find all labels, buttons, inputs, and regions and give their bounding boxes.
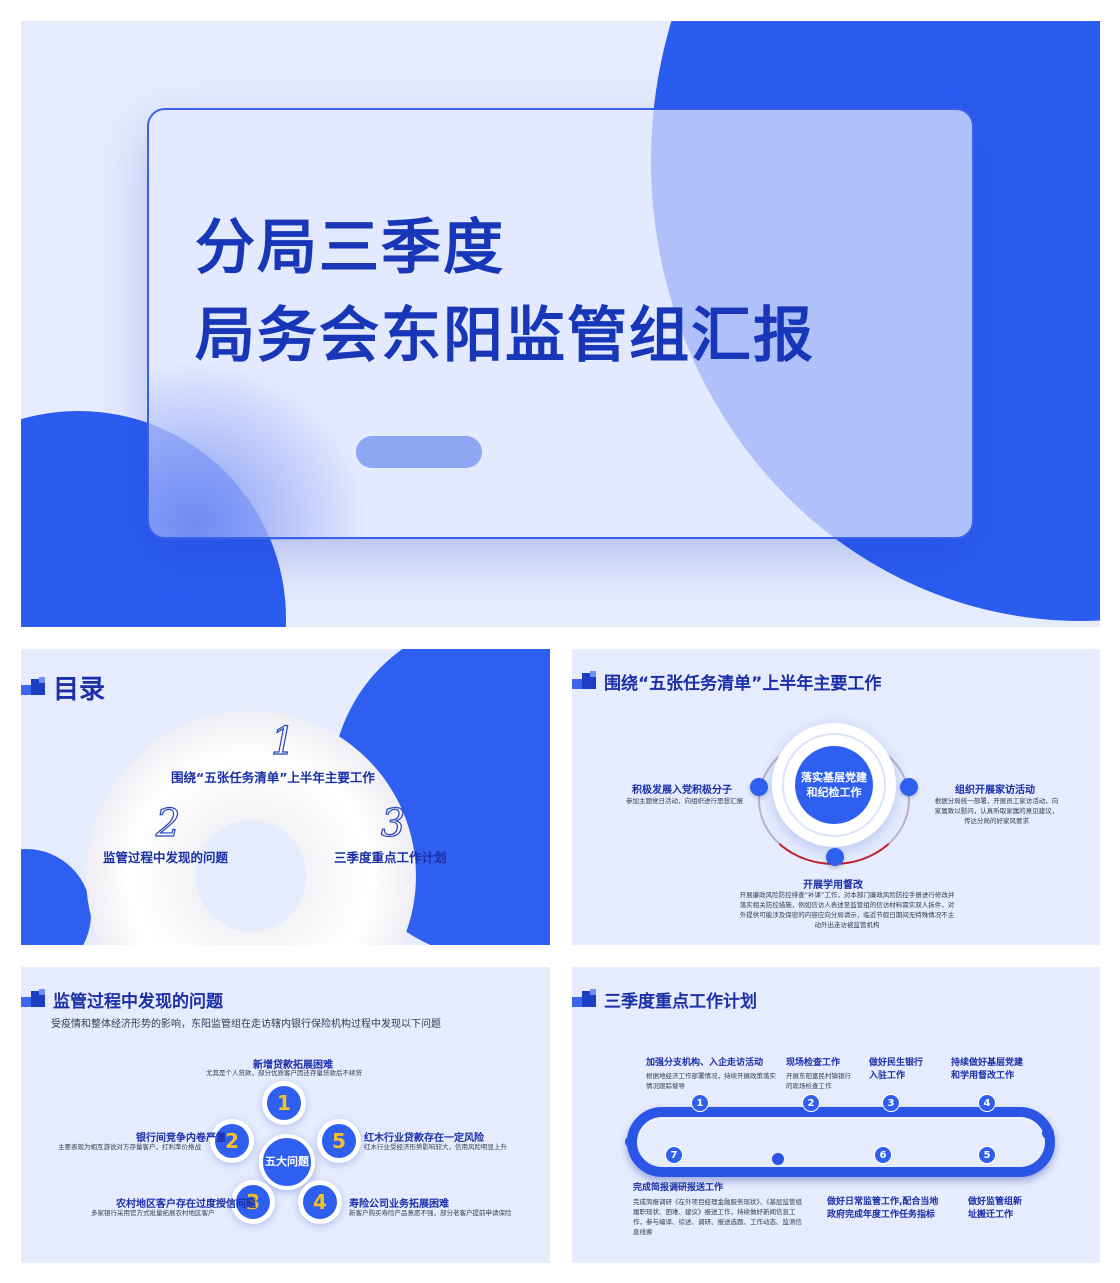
section-header: 监管过程中发现的问题 [21,987,223,1012]
track-end-right [1042,1127,1054,1139]
track-end-left [625,1136,637,1148]
cover-title-line1: 分局三季度 [195,213,505,283]
cover-pill-button[interactable] [356,436,482,468]
toc-item-1[interactable]: 围绕“五张任务清单”上半年主要工作 [171,770,375,785]
node-right [900,778,918,796]
toc-number-1: 1 [270,718,296,763]
decorative-circle-small [21,849,91,945]
bottom-item-title: 开展学用督改 [803,880,863,891]
plan-node-5: 5 [978,1146,996,1164]
track-marker [772,1153,784,1165]
center-topic: 落实基层党建和纪检工作 [795,746,873,824]
problem-5-title: 红木行业贷款存在一定风险 [364,1133,484,1144]
problem-badge-3: 3 [231,1180,275,1224]
problem-4-title: 寿险公司业务拓展困难 [349,1199,449,1210]
problems-title: 监管过程中发现的问题 [53,992,223,1012]
problem-badge-1: 1 [262,1081,306,1125]
left-item-body: 参加主题党日活动，向组织进行思想汇报 [626,797,743,805]
plan-node-4: 4 [978,1094,996,1112]
plan-slide[interactable]: 三季度重点工作计划 1 2 3 4 5 6 7 加强分支机构、入企走访活动 根据… [572,967,1100,1263]
plan-2-body: 开展东阳富民村镇银行的现场检查工作 [786,1072,851,1090]
logo-mark-icon [572,670,598,693]
problems-subtitle: 受疫情和整体经济形势的影响，东阳监管组在走访辖内银行保险机构过程中发现以下问题 [51,1019,441,1030]
right-item-title: 组织开展家访活动 [955,785,1035,796]
work-title: 围绕“五张任务清单”上半年主要工作 [604,674,882,694]
plan-7-title: 完成简报调研报送工作 [633,1183,724,1193]
toc-item-3[interactable]: 三季度重点工作计划 [334,850,447,865]
plan-1-body: 根据地经济工作部署情况，持续开展政策落实情况跟踪督导 [646,1072,776,1090]
plan-4-title: 持续做好基层党建和学用督改工作 [951,1058,1024,1081]
plan-2-title: 现场检查工作 [786,1058,841,1068]
problem-2-body: 主要表现为相互游说对方存量客户，打利率价格战 [58,1143,201,1151]
section-header: 围绕“五张任务清单”上半年主要工作 [572,669,881,694]
problem-3-title: 农村地区客户存在过度授信问题 [116,1199,256,1210]
node-left [750,778,768,796]
section-header: 目录 [21,669,105,706]
timeline-track [627,1107,1055,1177]
node-bottom [826,848,844,866]
plan-3-title: 做好民生银行入驻工作 [869,1058,924,1081]
plan-node-7: 7 [665,1146,683,1164]
plan-node-1: 1 [691,1094,709,1112]
problem-4-body: 新客户购买寿险产品意愿不强，部分老客户提前申请保险 [349,1209,512,1217]
toc-item-2[interactable]: 监管过程中发现的问题 [103,850,229,865]
glass-card [147,108,974,540]
plan-node-2: 2 [802,1094,820,1112]
toc-slide[interactable]: 目录 1 围绕“五张任务清单”上半年主要工作 2 监管过程中发现的问题 3 三季… [21,649,550,945]
bottom-item-body: 开展廉政风险防控排查“补课”工作，对本部门廉政风险防控手册进行修改并落实相关防控… [739,891,955,929]
plan-5-title: 做好监管组新址搬迁工作 [968,1197,1023,1220]
logo-mark-icon [21,676,47,699]
problem-1-title: 新增贷款拓展困难 [253,1060,333,1071]
problems-center: 五大问题 [259,1134,315,1190]
plan-node-6: 6 [874,1146,892,1164]
problem-badge-2: 2 [210,1119,254,1163]
cover-title-line2: 局务会东阳监管组汇报 [195,301,815,371]
plan-node-3: 3 [882,1094,900,1112]
section-header: 三季度重点工作计划 [572,987,757,1012]
center-ring: 落实基层党建和纪检工作 [772,723,896,847]
problem-5-body: 红木行业受经济形势影响较大，信用风险明显上升 [364,1143,507,1151]
plan-title: 三季度重点工作计划 [604,992,757,1012]
logo-mark-icon [21,988,47,1011]
glass-glow [149,360,369,540]
problem-badge-5: 5 [317,1119,361,1163]
problem-2-title: 银行间竞争内卷严重 [136,1133,226,1144]
plan-6-title: 做好日常监管工作,配合当地政府完成年度工作任务指标 [827,1197,939,1220]
plan-7-body: 完成简报调研《在外项目经理金融服务现状》、《基层监管组履职现状、困难、建议》报送… [633,1198,802,1236]
work-slide[interactable]: 围绕“五张任务清单”上半年主要工作 落实基层党建和纪检工作 积极发展入党积极分子… [572,649,1100,945]
toc-number-3: 3 [380,800,406,845]
right-item-body: 根据分局统一部署，开展员工家访活动，向家属致以慰问，认真听取家属的意见建议，传达… [934,797,1059,825]
left-item-title: 积极发展入党积极分子 [632,785,732,796]
cover-title: 分局三季度 局务会东阳监管组汇报 [195,204,815,380]
logo-mark-icon [572,988,598,1011]
problem-badge-4: 4 [298,1180,342,1224]
problem-1-body: 尤其是个人贷款，部分优质客户因还存量贷款后不续贷 [206,1069,362,1077]
toc-title: 目录 [53,675,106,705]
problems-slide[interactable]: 监管过程中发现的问题 受疫情和整体经济形势的影响，东阳监管组在走访辖内银行保险机… [21,967,550,1263]
plan-1-title: 加强分支机构、入企走访活动 [646,1058,764,1068]
problem-3-body: 多家银行采用官方式批量拓展农村地区客户 [91,1209,215,1217]
toc-number-2: 2 [155,800,181,845]
cover-slide[interactable]: 分局三季度 局务会东阳监管组汇报 [21,21,1100,627]
